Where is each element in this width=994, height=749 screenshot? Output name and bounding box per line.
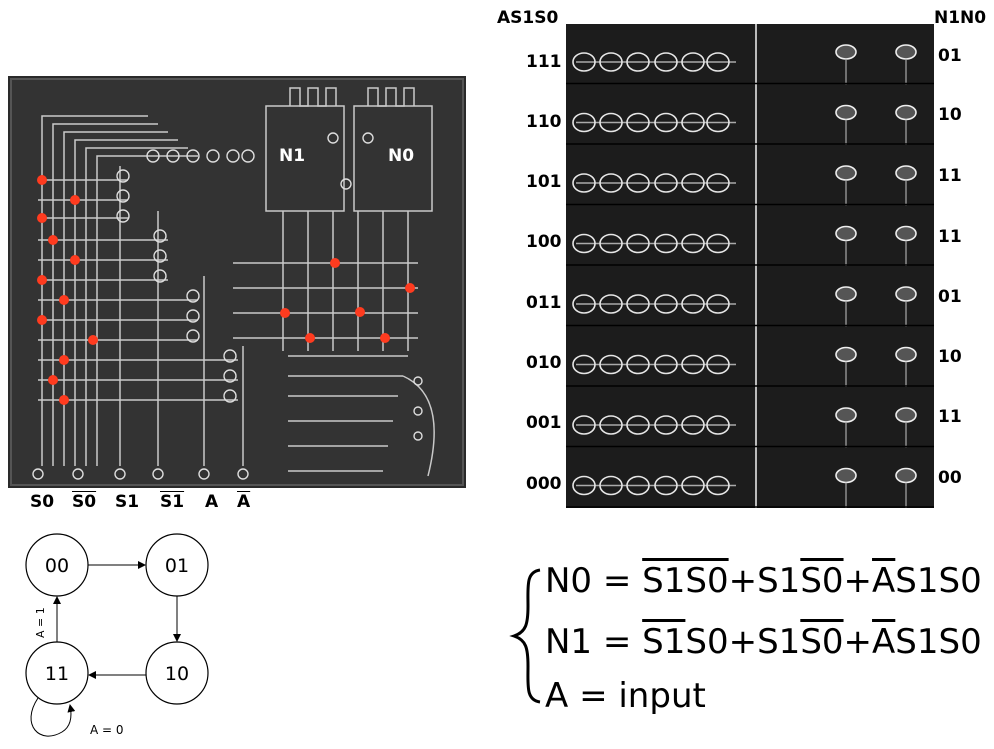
eq-n0-term3: S1S0 <box>895 561 982 601</box>
eq-n1-term1: S0 <box>685 622 729 662</box>
valve-marker <box>59 395 69 405</box>
valve-marker <box>70 255 80 265</box>
valve-marker <box>37 213 47 223</box>
row-next-6: 11 <box>938 407 962 427</box>
state-label-10: 10 <box>165 663 189 685</box>
input-label-s1: S1 <box>115 492 140 512</box>
equation-a: A = input <box>545 676 706 716</box>
state-diagram: 00 01 10 11 A = 1 A = 0 <box>25 533 209 737</box>
photo-row <box>566 165 934 206</box>
row-state-5: 010 <box>526 353 562 373</box>
valve-marker <box>59 355 69 365</box>
eq-n1-term2-bar: S0 <box>800 622 844 662</box>
edge-11-loop <box>30 697 76 737</box>
input-label-a: A <box>205 492 219 512</box>
eq-n1-term3: S1S0 <box>895 622 982 662</box>
valve-marker <box>88 335 98 345</box>
row-state-4: 011 <box>526 293 562 313</box>
photo-row <box>566 286 934 327</box>
photo-row <box>566 346 934 387</box>
input-label-s1-bar: S1 <box>160 492 185 512</box>
eq-n1-lhs: N1 = <box>545 622 643 662</box>
input-label-s0: S0 <box>30 492 55 512</box>
chip-photo <box>8 76 466 488</box>
row-next-5: 10 <box>938 347 962 367</box>
photo-row <box>566 407 934 448</box>
state-label-11: 11 <box>45 663 69 685</box>
photo-right-header: N1N0 <box>934 8 987 28</box>
state-label-00: 00 <box>45 555 69 577</box>
photo-rows <box>566 44 934 508</box>
row-state-3: 100 <box>526 232 562 252</box>
equation-brace <box>509 568 541 704</box>
edge-label-a1: A = 1 <box>34 607 47 638</box>
chip-channels <box>38 87 435 477</box>
valve-marker <box>380 333 390 343</box>
valve-marker <box>280 308 290 318</box>
eq-n0-term1: S1S0 <box>642 561 729 601</box>
eq-n1-plus1: +S1 <box>728 622 801 662</box>
eq-n0-term3-bar: A <box>872 561 896 601</box>
valve-marker <box>48 235 58 245</box>
eq-n0-plus2: + <box>843 561 873 601</box>
input-label-a-bar: A <box>237 492 251 512</box>
row-state-1: 110 <box>526 112 562 132</box>
input-label-s0-bar: S0 <box>72 492 97 512</box>
row-next-3: 11 <box>938 227 962 247</box>
chip-chambers <box>32 132 423 480</box>
row-next-2: 11 <box>938 166 962 186</box>
valve-marker <box>70 195 80 205</box>
valve-marker <box>37 175 47 185</box>
valve-marker <box>355 307 365 317</box>
equation-n0: N0 = S1S0+S1S0+AS1S0 <box>545 561 982 601</box>
valve-marker <box>405 283 415 293</box>
eq-n0-lhs: N0 = <box>545 561 643 601</box>
photo-row <box>566 467 934 508</box>
valve-marker <box>305 333 315 343</box>
state-node-10 <box>145 641 209 705</box>
photo-row <box>566 225 934 266</box>
row-state-0: 111 <box>526 52 562 72</box>
valve-marker <box>37 275 47 285</box>
row-next-7: 00 <box>938 468 962 488</box>
equation-n1: N1 = S1S0+S1S0+AS1S0 <box>545 622 982 662</box>
photo-left-header: AS1S0 <box>497 8 559 28</box>
valve-marker <box>330 258 340 268</box>
eq-n1-plus2: + <box>843 622 873 662</box>
row-state-2: 101 <box>526 172 562 192</box>
chip-valve-markers <box>37 175 415 405</box>
edge-label-a0: A = 0 <box>90 723 124 737</box>
row-next-4: 01 <box>938 287 962 307</box>
chip-label-n0: N0 <box>388 146 415 166</box>
eq-n0-plus1: +S1 <box>728 561 801 601</box>
valve-marker <box>37 315 47 325</box>
row-next-1: 10 <box>938 105 962 125</box>
eq-n1-term1-bar: S1 <box>642 622 686 662</box>
row-next-0: 01 <box>938 46 962 66</box>
photo-strip <box>566 24 934 508</box>
photo-row <box>566 44 934 85</box>
photo-background <box>566 24 934 508</box>
eq-n1-term3-bar: A <box>872 622 896 662</box>
state-label-01: 01 <box>165 555 189 577</box>
eq-n0-term2-bar: S0 <box>800 561 844 601</box>
valve-marker <box>59 295 69 305</box>
valve-marker <box>48 375 58 385</box>
row-state-7: 000 <box>526 474 562 494</box>
chip-label-n1: N1 <box>279 146 306 166</box>
photo-row <box>566 104 934 145</box>
row-state-6: 001 <box>526 413 562 433</box>
